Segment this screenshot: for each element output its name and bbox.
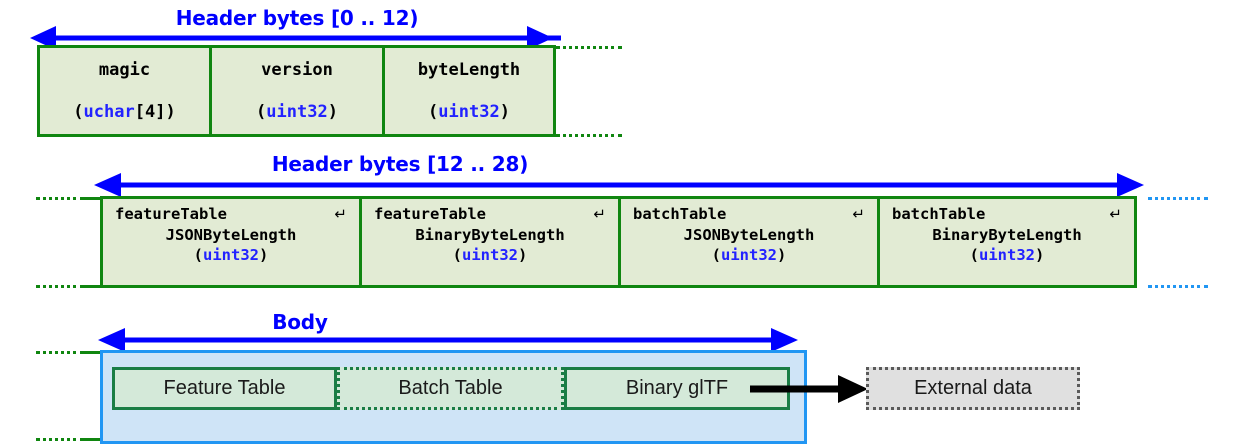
field-batchtable-json-bytelength: batchTable ↵ JSONByteLength (uint32) (621, 199, 880, 285)
body-chunk-feature-table-label: Feature Table (163, 377, 286, 399)
header-first-top-continuation-rail (556, 46, 622, 49)
external-data-label: External data (914, 377, 1032, 399)
body-left-top-stub (84, 351, 102, 354)
body-chunk-batch-table[interactable]: Batch Table (337, 367, 564, 410)
body-chunk-feature-table[interactable]: Feature Table (112, 367, 337, 410)
wrap-arrow-icon: ↵ (334, 205, 347, 223)
field-featuretable-binary-name-line2: BinaryByteLength (415, 225, 565, 244)
field-version-type: (uint32) (256, 102, 338, 122)
header-first-range-label: Header bytes [0 .. 12) (175, 6, 419, 30)
field-version-name: version (261, 60, 333, 80)
field-batchtable-binary-name-line1: batchTable ↵ (892, 205, 1122, 223)
wrap-arrow-icon: ↵ (593, 205, 606, 223)
field-featuretable-json-bytelength: featureTable ↵ JSONByteLength (uint32) (103, 199, 362, 285)
body-left-bottom-rail (36, 438, 84, 441)
header-second-left-bottom-stub (84, 285, 102, 288)
header-second-left-top-rail (36, 197, 84, 200)
wrap-arrow-icon: ↵ (1109, 205, 1122, 223)
header-second-left-top-stub (84, 197, 102, 200)
header-second-span-arrow (94, 173, 1144, 197)
external-data-arrow (750, 375, 868, 403)
body-chunk-batch-table-label: Batch Table (398, 377, 503, 399)
header-second-left-bottom-rail (36, 285, 84, 288)
header-second-right-bottom-rail (1148, 285, 1208, 288)
field-featuretable-binary-name-line1: featureTable ↵ (374, 205, 606, 223)
field-bytelength-type: (uint32) (428, 102, 510, 122)
header-first-bottom-continuation-rail (556, 134, 622, 137)
body-left-bottom-stub (84, 438, 102, 441)
field-batchtable-binary-name-line2: BinaryByteLength (932, 225, 1082, 244)
header-second-range-label: Header bytes [12 .. 28) (271, 152, 529, 176)
external-data-box[interactable]: External data (866, 367, 1080, 410)
field-featuretable-json-name-line2: JSONByteLength (165, 225, 297, 244)
field-batchtable-binary-bytelength: batchTable ↵ BinaryByteLength (uint32) (880, 199, 1134, 285)
field-batchtable-binary-type: (uint32) (969, 246, 1045, 265)
field-magic-type: (uchar[4]) (73, 102, 176, 122)
field-batchtable-json-name-line2: JSONByteLength (683, 225, 815, 244)
field-bytelength-name: byteLength (417, 60, 521, 80)
wrap-arrow-icon: ↵ (852, 205, 865, 223)
field-featuretable-binary-bytelength: featureTable ↵ BinaryByteLength (uint32) (362, 199, 621, 285)
header-second-field-strip: featureTable ↵ JSONByteLength (uint32) f… (100, 196, 1137, 288)
field-bytelength: byteLength (uint32) (385, 48, 553, 134)
field-batchtable-json-name-line1: batchTable ↵ (633, 205, 865, 223)
field-magic-name: magic (98, 60, 151, 80)
body-chunk-binary-gltf-label: Binary glTF (625, 377, 729, 399)
header-second-right-top-rail (1148, 197, 1208, 200)
field-batchtable-json-type: (uint32) (711, 246, 787, 265)
header-first-span-arrow (30, 26, 561, 50)
field-version: version (uint32) (212, 48, 385, 134)
body-range-label: Body (272, 310, 328, 334)
field-magic: magic (uchar[4]) (40, 48, 212, 134)
body-left-top-rail (36, 351, 84, 354)
header-first-field-strip: magic (uchar[4]) version (uint32) byteLe… (37, 45, 556, 137)
field-featuretable-json-name-line1: featureTable ↵ (115, 205, 347, 223)
body-span-arrow (98, 328, 798, 352)
field-featuretable-json-type: (uint32) (193, 246, 269, 265)
field-featuretable-binary-type: (uint32) (452, 246, 528, 265)
